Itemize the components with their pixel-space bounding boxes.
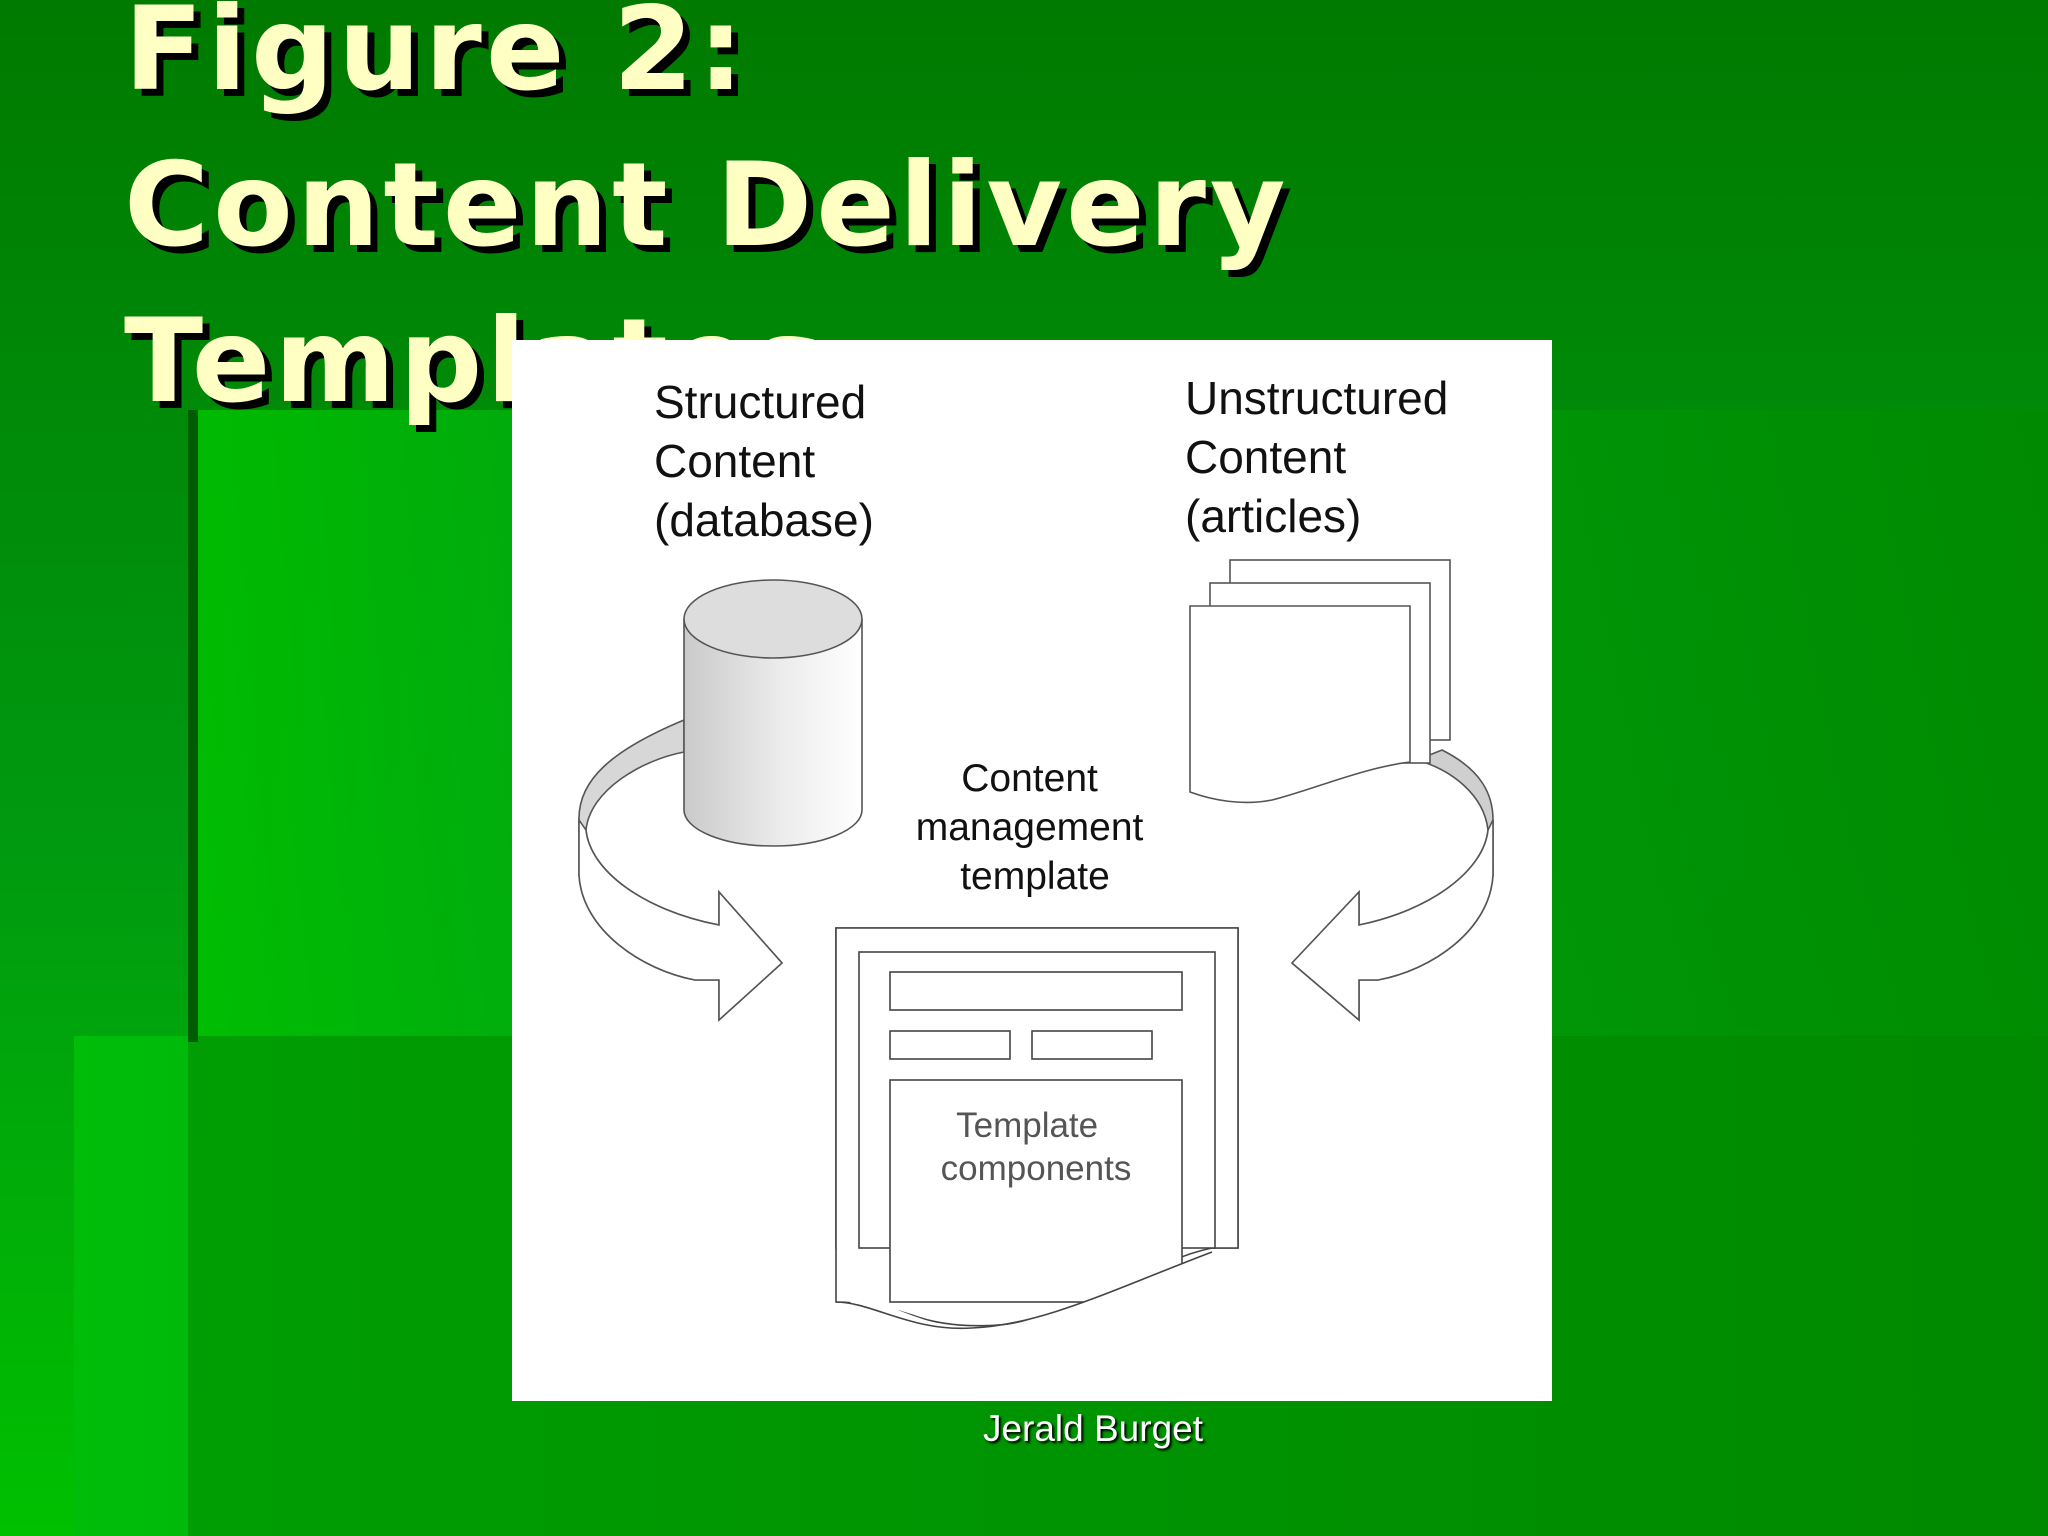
- template-label: Content management template: [916, 757, 1154, 898]
- title-line-2: Content Delivery: [124, 138, 1290, 273]
- slide-title: Figure 2: Content Delivery Templates: [124, 0, 1624, 440]
- unstructured-line-1: Unstructured: [1185, 372, 1448, 424]
- components-line-1: Template: [956, 1106, 1098, 1145]
- footer-author: Jerald Burget: [982, 1408, 1204, 1449]
- structured-line-1: Structured: [654, 376, 866, 428]
- structured-line-2: Content: [654, 435, 815, 487]
- template-line-2: management: [916, 806, 1144, 849]
- articles-stack-icon: [1189, 559, 1451, 804]
- template-document-icon: [835, 927, 1242, 1340]
- structured-content-label: Structured Content (database): [654, 376, 879, 546]
- unstructured-line-3: (articles): [1185, 490, 1361, 542]
- components-line-2: components: [941, 1149, 1132, 1188]
- template-line-3: template: [960, 855, 1110, 898]
- right-curved-arrow-icon: [1290, 749, 1494, 1022]
- structured-line-3: (database): [654, 494, 874, 546]
- unstructured-content-label: Unstructured Content (articles): [1185, 372, 1461, 542]
- template-line-1: Content: [961, 757, 1098, 800]
- left-curved-arrow-icon: [578, 718, 784, 1022]
- database-icon: [683, 579, 863, 847]
- components-label: Template components: [941, 1106, 1132, 1188]
- unstructured-line-2: Content: [1185, 431, 1346, 483]
- title-line-1: Figure 2:: [124, 0, 748, 117]
- content-delivery-diagram: Structured Content (database) Unstructur…: [512, 340, 1552, 1401]
